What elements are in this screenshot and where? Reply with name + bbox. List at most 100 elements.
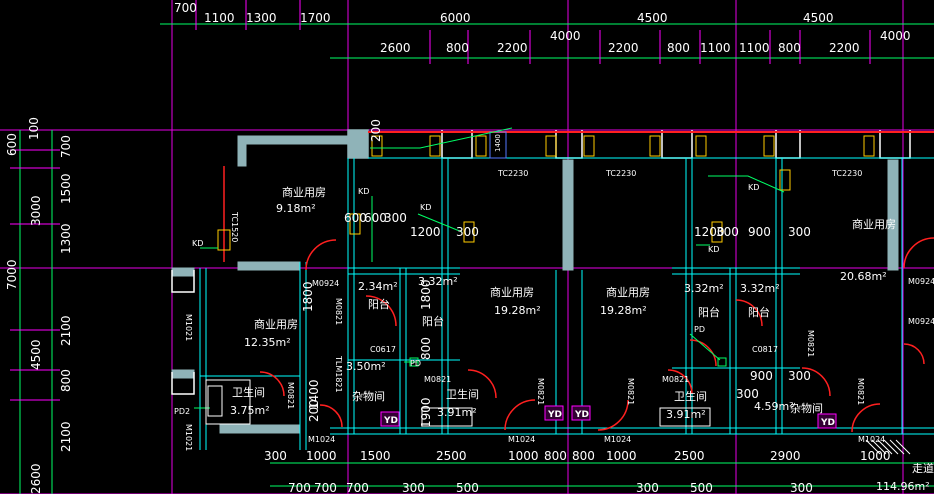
dim-text: 2100 [59, 315, 73, 346]
dim-text: 900 [750, 369, 773, 383]
bottom-dimensions-row1: 300 1000 1500 2500 1000 800 800 1000 250… [264, 449, 891, 463]
dim-text: 2500 [674, 449, 705, 463]
top-dimensions-row2: 2600 800 2200 4000 2200 800 1100 1100 80… [380, 29, 911, 55]
dim-text: 800 [667, 41, 690, 55]
dim-text: 800 [419, 337, 433, 360]
door-code: M1021 [184, 424, 193, 451]
dim-text: 1700 [300, 11, 331, 25]
kd-label: KD [192, 239, 203, 248]
kd-label: KD [708, 245, 719, 254]
room-name: 商业用房 [606, 285, 650, 299]
room-area: 19.28m² [494, 304, 541, 317]
door-code: M0821 [334, 298, 343, 325]
room-area: 3.32m² [684, 282, 724, 295]
window-code: TC1520 [230, 211, 239, 242]
room-name: 卫生间 [232, 385, 265, 399]
kd-label: KD [748, 183, 759, 192]
dim-text: 300 [402, 481, 425, 494]
dim-text: 700 [346, 481, 369, 494]
room-area: 3.91m² [437, 406, 477, 419]
dim-text: 2200 [829, 41, 860, 55]
yd-label: YD [574, 410, 589, 420]
code-labels: TC2230 TC2230 TC2230 TC1520 M0924 M0924 … [174, 169, 934, 451]
dim-text: 1500 [360, 449, 391, 463]
door-code: M1024 [508, 435, 535, 444]
dim-text: 4000 [550, 29, 581, 43]
room-area: 3.32m² [418, 275, 458, 288]
window-marks [217, 135, 875, 251]
dim-text: 2600 [380, 41, 411, 55]
door-code: M0821 [856, 378, 865, 405]
interior-dimensions: 600 600 300 1200 300 1200 300 900 300 18… [301, 119, 811, 428]
door-code: M0821 [806, 330, 815, 357]
yd-label: YD [820, 418, 835, 428]
door-code: M1024 [604, 435, 631, 444]
dim-text: 1100 [204, 11, 235, 25]
room-name: 走道 [912, 461, 934, 475]
left-dimensions: 100 600 3000 7000 4500 2600 700 1500 130… [5, 117, 73, 494]
room-area: 12.35m² [244, 336, 291, 349]
room-name: 阳台 [748, 305, 770, 319]
room-area: 114.96m² [876, 480, 930, 493]
top-window-band: 1400 [368, 131, 934, 159]
room-area: 3.32m² [740, 282, 780, 295]
dim-text: 1300 [246, 11, 277, 25]
dim-text: 1500 [59, 173, 73, 204]
door-code: M0924 [908, 277, 934, 286]
dim-text: 1100 [700, 41, 731, 55]
dim-text: 800 [59, 369, 73, 392]
pd-label: PD2 [174, 407, 190, 416]
room-area: 3.75m² [230, 404, 270, 417]
dim-text: 700 [59, 135, 73, 158]
room-area: 20.68m² [840, 270, 887, 283]
dim-text: 300 [736, 387, 759, 401]
dim-text: 700 [174, 1, 197, 15]
dim-text: 300 [384, 211, 407, 225]
door-code: M1024 [858, 435, 885, 444]
door-code: M0821 [662, 375, 689, 384]
room-name: 商业用房 [282, 185, 326, 199]
kd-label: KD [358, 187, 369, 196]
room-name: 杂物间 [352, 389, 385, 403]
stair-hatch [865, 439, 911, 455]
kd-label: KD [420, 203, 431, 212]
dim-text: 4500 [637, 11, 668, 25]
dim-text: 2900 [770, 449, 801, 463]
room-name: 商业用房 [852, 217, 896, 231]
room-area: 4.59m² [754, 400, 794, 413]
room-area: 3.50m² [346, 360, 386, 373]
room-name: 阳台 [368, 297, 390, 311]
dim-text: 7000 [5, 259, 19, 290]
dim-text: 2200 [608, 41, 639, 55]
dim-text: 1000 [606, 449, 637, 463]
dim-text: 300 [264, 449, 287, 463]
window-code: C0617 [370, 345, 396, 354]
window-code: C0817 [752, 345, 778, 354]
door-code: M0821 [626, 378, 635, 405]
dim-text: 1300 [59, 223, 73, 254]
dim-text: 700 [288, 481, 311, 494]
room-area: 2.34m² [358, 280, 398, 293]
dim-text: 1100 [739, 41, 770, 55]
dim-text: 500 [690, 481, 713, 494]
dim-text: 800 [778, 41, 801, 55]
dim-text: 4500 [29, 339, 43, 370]
top-dimensions-row1: 700 1100 1300 1700 6000 4500 4500 [174, 1, 834, 25]
dim-text: 1800 [419, 279, 433, 310]
dim-text: 300 [790, 481, 813, 494]
dim-text: 1000 [860, 449, 891, 463]
dim-text: 300 [716, 225, 739, 239]
dim-text: 800 [572, 449, 595, 463]
door-code: M0821 [286, 382, 295, 409]
doors [223, 166, 934, 433]
dim-text: 2500 [436, 449, 467, 463]
dim-text: 1900 [419, 397, 433, 428]
door-code: M1021 [184, 314, 193, 341]
room-labels: 商业用房 9.18m² 商业用房 12.35m² 商业用房 19.28m² 商业… [230, 185, 934, 493]
yd-label: YD [383, 416, 398, 426]
dim-text: 1400 [494, 134, 502, 152]
fixtures [205, 357, 727, 427]
window-code: TC2230 [497, 169, 528, 178]
dim-text: 2600 [29, 463, 43, 494]
dim-text: 700 [314, 481, 337, 494]
